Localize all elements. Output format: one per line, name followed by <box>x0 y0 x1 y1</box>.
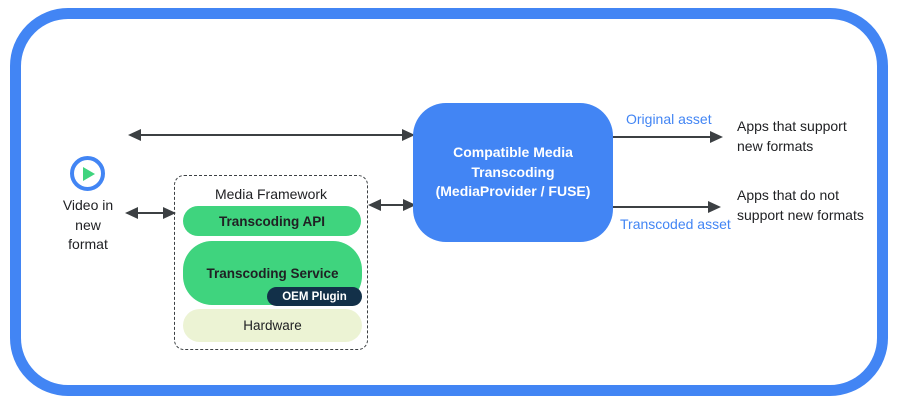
transcoding-api-pill: Transcoding API <box>183 206 361 236</box>
arrowhead-right-icon <box>708 201 721 213</box>
arrowhead-right-icon <box>163 207 176 219</box>
play-icon <box>70 156 105 191</box>
apps-support-label: Apps that support new formats <box>737 118 847 154</box>
play-triangle-icon <box>83 166 95 181</box>
arrow-source-framework <box>125 207 176 219</box>
arrowhead-left-icon <box>128 129 141 141</box>
arrowhead-left-icon <box>368 199 381 211</box>
video-source-label: Video in new format <box>62 197 114 252</box>
outer-frame <box>10 8 888 396</box>
original-asset-label: Original asset <box>626 111 712 127</box>
arrow-transcoded-asset <box>613 201 721 213</box>
arrow-framework-transcoding <box>368 199 416 211</box>
hardware-pill: Hardware <box>183 309 362 342</box>
media-framework-title: Media Framework <box>214 186 328 202</box>
apps-no-support-label: Apps that do not support new formats <box>737 187 864 223</box>
media-framework-box: Media Framework Transcoding API Transcod… <box>174 175 368 350</box>
arrow-original-asset <box>613 131 723 143</box>
transcoding-service-label: Transcoding Service <box>206 265 339 281</box>
arrowhead-right-icon <box>403 199 416 211</box>
arrowhead-right-icon <box>710 131 723 143</box>
transcoded-asset-label: Transcoded asset <box>620 216 731 232</box>
arrowhead-right-icon <box>402 129 415 141</box>
arrow-source-transcoding <box>128 129 415 141</box>
compatible-media-transcoding-box: Compatible Media Transcoding (MediaProvi… <box>413 103 613 242</box>
arrowhead-left-icon <box>125 207 138 219</box>
oem-plugin-pill: OEM Plugin <box>267 287 362 306</box>
